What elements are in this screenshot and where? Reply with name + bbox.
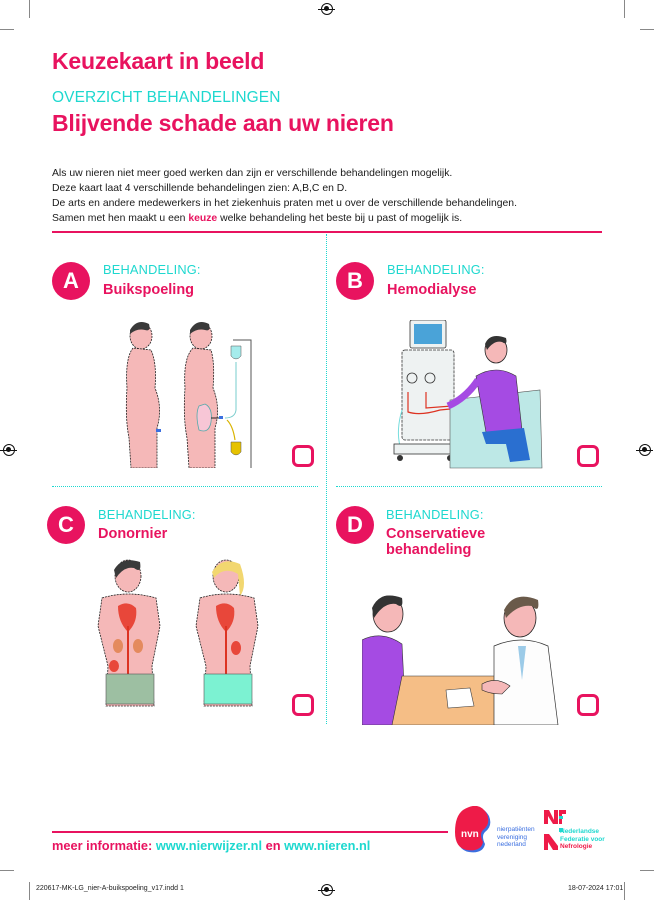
- nvn-logo: nvn nierpatiënten vereniging nederland: [455, 806, 535, 856]
- intro-line-3: De arts en andere medewerkers in het zie…: [52, 198, 517, 209]
- crop-mark-bottom-right: [624, 882, 625, 900]
- card-letter-badge: B: [336, 262, 374, 300]
- crop-mark-right-top: [640, 29, 654, 30]
- link-nierwijzer[interactable]: www.nierwijzer.nl: [155, 838, 263, 853]
- intro-paragraph: Als uw nieren niet meer goed werken dan …: [52, 166, 517, 226]
- nfn-logo: Nederlandse Federatie voor Nefrologie: [544, 810, 624, 855]
- crop-mark-top-right: [624, 0, 625, 18]
- nfn-logo-mark-icon: [544, 810, 566, 850]
- card-letter-badge: D: [336, 506, 374, 544]
- link-nieren[interactable]: www.nieren.nl: [284, 838, 371, 853]
- card-title: Buikspoeling: [103, 282, 195, 298]
- top-divider: [52, 231, 602, 233]
- registration-mark-bottom-icon: [318, 884, 335, 896]
- card-letter-badge: A: [52, 262, 90, 300]
- card-label: BEHANDELING:: [387, 262, 485, 277]
- page-title: Keuzekaart in beeld: [52, 48, 265, 74]
- page-heading: Blijvende schade aan uw nieren: [52, 110, 394, 136]
- crop-mark-left-top: [0, 29, 14, 30]
- doctor-consultation-illustration: [362, 595, 559, 725]
- registration-mark-top-icon: [318, 3, 335, 15]
- grid-horizontal-divider-right: [336, 486, 602, 487]
- peritoneal-dialysis-illustration: [125, 322, 252, 468]
- grid-horizontal-divider-left: [52, 486, 318, 487]
- svg-text:nvn: nvn: [461, 829, 479, 840]
- keyword-keuze: keuze: [188, 213, 218, 224]
- page-subtitle: OVERZICHT BEHANDELINGEN: [52, 89, 281, 106]
- registration-mark-left-icon: [0, 444, 17, 456]
- grid-vertical-divider: [326, 234, 327, 724]
- print-slug-datetime: 18-07-2024 17:01: [568, 885, 624, 892]
- intro-line-4: Samen met hen maakt u een keuze welke be…: [52, 213, 463, 224]
- print-slug-filename: 220617-MK-LG_nier-A-buikspoeling_v17.ind…: [36, 885, 184, 892]
- bottom-divider: [52, 831, 448, 833]
- card-b-checkbox[interactable]: [577, 445, 599, 467]
- card-a-checkbox[interactable]: [292, 445, 314, 467]
- kidney-transplant-illustration: [97, 559, 259, 707]
- card-d-checkbox[interactable]: [577, 694, 599, 716]
- card-label: BEHANDELING:: [98, 507, 196, 522]
- card-letter-badge: C: [47, 506, 85, 544]
- card-title: Conservatieve behandeling: [386, 526, 486, 558]
- card-title: Donornier: [98, 526, 168, 542]
- hemodialysis-illustration: [393, 320, 543, 469]
- crop-mark-bottom-left: [29, 882, 30, 900]
- intro-line-1: Als uw nieren niet meer goed werken dan …: [52, 168, 453, 179]
- intro-line-2: Deze kaart laat 4 verschillende behandel…: [52, 183, 348, 194]
- card-label: BEHANDELING:: [103, 262, 201, 277]
- crop-mark-right-bottom: [640, 870, 654, 871]
- card-c-checkbox[interactable]: [292, 694, 314, 716]
- card-title: Hemodialyse: [387, 282, 477, 298]
- crop-mark-top-left: [29, 0, 30, 18]
- crop-mark-left-bottom: [0, 870, 14, 871]
- registration-mark-right-icon: [636, 444, 653, 456]
- nvn-kidney-icon: nvn: [455, 806, 491, 853]
- more-info-line: meer informatie: www.nierwijzer.nl en ww…: [52, 838, 371, 853]
- card-label: BEHANDELING:: [386, 507, 484, 522]
